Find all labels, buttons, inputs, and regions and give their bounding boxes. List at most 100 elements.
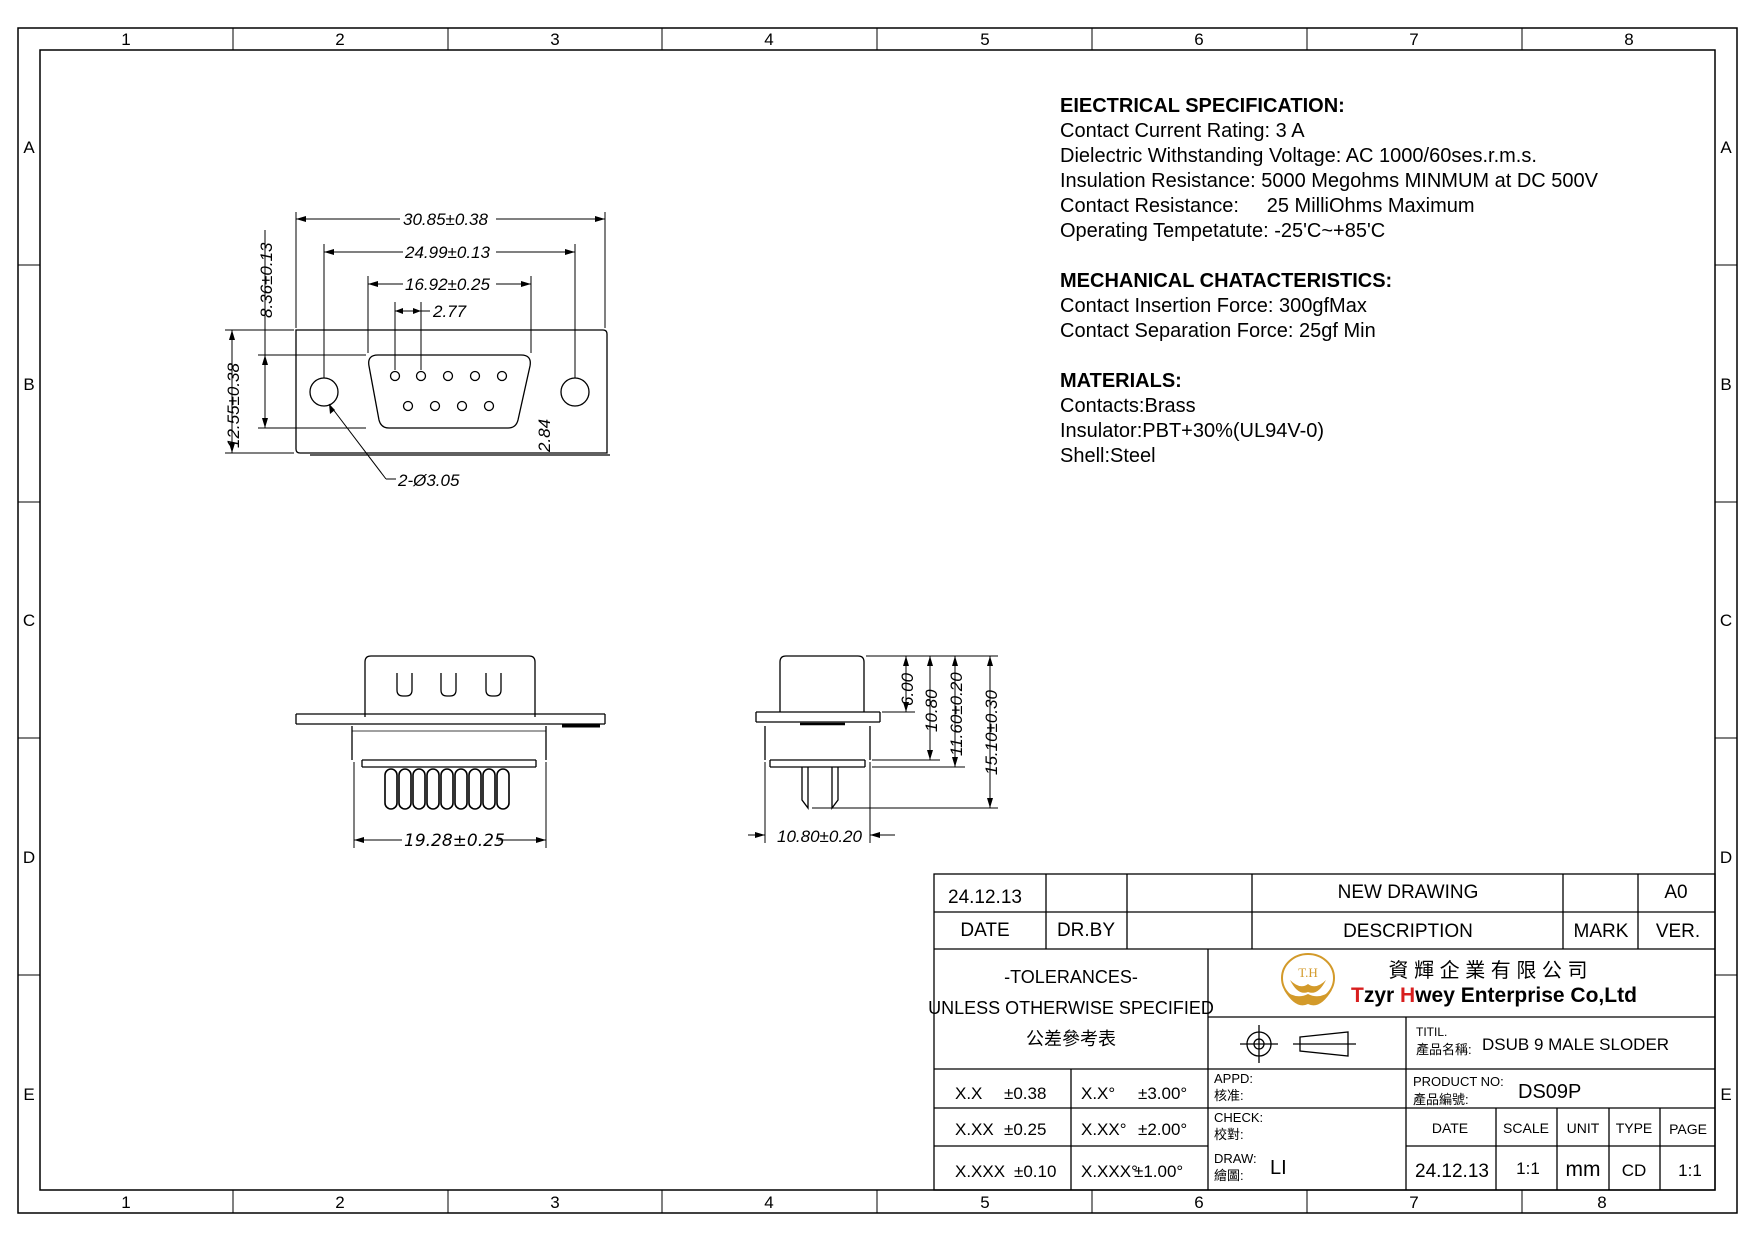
col-label-bottom-1: 1 bbox=[121, 1193, 130, 1212]
tol-row1-b: X.X° bbox=[1081, 1084, 1115, 1103]
mechanical-line-1: Contact Insertion Force: 300gfMax bbox=[1060, 295, 1367, 317]
row-label-b-left: B bbox=[23, 375, 34, 394]
info-header-type: TYPE bbox=[1616, 1120, 1653, 1136]
row-label-c-right: C bbox=[1720, 611, 1732, 630]
front-dimension-lines bbox=[225, 212, 606, 480]
appd-label-en: APPD: bbox=[1214, 1071, 1253, 1086]
check-label-zh: 校對: bbox=[1214, 1127, 1244, 1142]
info-header-scale: SCALE bbox=[1503, 1120, 1549, 1136]
company-english-name: Tzyr Hwey Enterprise Co,Ltd bbox=[1351, 984, 1637, 1007]
tol-row1-a: X.X bbox=[955, 1084, 982, 1103]
materials-heading: MATERIALS: bbox=[1060, 370, 1182, 392]
draw-label-en: DRAW: bbox=[1214, 1151, 1257, 1166]
front-view bbox=[295, 329, 610, 456]
product-number: PRODUCT NO: 產品編號: DS09P bbox=[1413, 1074, 1581, 1107]
tol-row3-a: X.XXX bbox=[955, 1162, 1005, 1181]
materials-line-2: Insulator:PBT+30%(UL94V-0) bbox=[1060, 420, 1325, 442]
row-label-e-left: E bbox=[23, 1085, 34, 1104]
front-dimension-arrows bbox=[229, 216, 605, 453]
side-view bbox=[755, 655, 881, 810]
company-logo: T.H bbox=[1281, 953, 1335, 1006]
rev-description-value: NEW DRAWING bbox=[1338, 882, 1479, 903]
info-values: 24.12.13 1:1 mm CD 1:1 bbox=[1415, 1158, 1702, 1182]
dim-side-d1: 6.00 bbox=[898, 672, 917, 706]
rev-drby-label: DR.BY bbox=[1057, 920, 1115, 941]
tol-row3-b: X.XXX° bbox=[1081, 1162, 1138, 1181]
electrical-line-4: Contact Resistance: 25 MilliOhms Maximum bbox=[1060, 195, 1475, 217]
product-no-label-en: PRODUCT NO: bbox=[1413, 1074, 1504, 1089]
product-title: TITIL. 產品名稱: DSUB 9 MALE SLODER bbox=[1416, 1025, 1669, 1057]
mechanical-heading: MECHANICAL CHATACTERISTICS: bbox=[1060, 270, 1393, 292]
specifications-panel: EIECTRICAL SPECIFICATION: Contact Curren… bbox=[1060, 94, 1598, 469]
tolerances-chinese: 公差參考表 bbox=[1026, 1029, 1116, 1049]
title-value: DSUB 9 MALE SLODER bbox=[1482, 1035, 1669, 1054]
info-header-unit: UNIT bbox=[1567, 1120, 1600, 1136]
info-headers: DATE SCALE UNIT TYPE PAGE bbox=[1432, 1120, 1707, 1137]
tolerances-subtitle: UNLESS OTHERWISE SPECIFIED bbox=[928, 998, 1214, 1018]
dim-pin-span: 19.28±0.25 bbox=[404, 831, 505, 851]
title-label-zh: 產品名稱: bbox=[1416, 1042, 1472, 1057]
logo-text: T.H bbox=[1298, 965, 1318, 980]
info-value-scale: 1:1 bbox=[1516, 1159, 1540, 1178]
row-label-a-right: A bbox=[1720, 138, 1732, 157]
col-label-bottom-5: 5 bbox=[980, 1193, 989, 1212]
dim-side-d4: 15.10±0.30 bbox=[982, 689, 1001, 775]
col-label-bottom-3: 3 bbox=[550, 1193, 559, 1212]
side-dimension-arrows bbox=[755, 656, 993, 838]
info-header-page: PAGE bbox=[1669, 1121, 1707, 1137]
tol-row2-av: ±0.25 bbox=[1004, 1120, 1046, 1139]
col-label-bottom-8: 8 bbox=[1597, 1193, 1606, 1212]
row-label-d-right: D bbox=[1720, 848, 1732, 867]
dim-height-inner: 8.36±0.13 bbox=[257, 242, 276, 318]
draw-value: LI bbox=[1270, 1157, 1287, 1179]
col-label-5: 5 bbox=[980, 30, 989, 49]
appd-label-zh: 核准: bbox=[1214, 1088, 1244, 1103]
tolerances-panel: -TOLERANCES- UNLESS OTHERWISE SPECIFIED … bbox=[928, 967, 1214, 1049]
rev-ver-label: VER. bbox=[1656, 921, 1700, 942]
row-label-e-right: E bbox=[1720, 1085, 1731, 1104]
tol-row1-av: ±0.38 bbox=[1004, 1084, 1046, 1103]
info-value-type: CD bbox=[1622, 1161, 1647, 1180]
col-label-6: 6 bbox=[1194, 30, 1203, 49]
col-label-bottom-4: 4 bbox=[764, 1193, 773, 1212]
check-label-en: CHECK: bbox=[1214, 1110, 1263, 1125]
tolerance-rows: X.X ±0.38 X.X° ±3.00° X.XX ±0.25 X.XX° ±… bbox=[955, 1084, 1187, 1181]
side-dimension-lines bbox=[748, 655, 998, 843]
bottom-dimension-arrows bbox=[354, 837, 546, 843]
revision-table: 24.12.13 NEW DRAWING A0 DATE DR.BY DESCR… bbox=[948, 882, 1700, 942]
tol-row3-bv: ±1.00° bbox=[1134, 1162, 1183, 1181]
dim-flange-offset: 2.84 bbox=[535, 419, 554, 453]
row-label-d-left: D bbox=[23, 848, 35, 867]
row-label-a-left: A bbox=[23, 138, 35, 157]
dim-pin-pitch: 2.77 bbox=[432, 302, 467, 321]
materials-line-3: Shell:Steel bbox=[1060, 445, 1156, 467]
dim-side-d3: 11.60±0.20 bbox=[947, 672, 966, 756]
rev-date-label: DATE bbox=[960, 920, 1009, 941]
company-chinese-name: 資 輝 企 業 有 限 公 司 bbox=[1389, 959, 1588, 982]
product-no-value: DS09P bbox=[1518, 1081, 1581, 1103]
tol-row1-bv: ±3.00° bbox=[1138, 1084, 1187, 1103]
tol-row2-bv: ±2.00° bbox=[1138, 1120, 1187, 1139]
company-name-t: T bbox=[1351, 984, 1364, 1007]
electrical-line-1: Contact Current Rating: 3 A bbox=[1060, 120, 1305, 142]
dim-shell-width: 16.92±0.25 bbox=[405, 275, 491, 294]
col-label-8: 8 bbox=[1624, 30, 1633, 49]
front-dimension-labels: 30.85±0.38 24.99±0.13 16.92±0.25 2.77 2-… bbox=[224, 210, 554, 490]
bottom-solder-cups bbox=[384, 768, 510, 810]
electrical-heading: EIECTRICAL SPECIFICATION: bbox=[1060, 95, 1345, 117]
col-label-bottom-2: 2 bbox=[335, 1193, 344, 1212]
mechanical-line-2: Contact Separation Force: 25gf Min bbox=[1060, 320, 1376, 342]
title-block-lines bbox=[933, 873, 1716, 1191]
title-label-en: TITIL. bbox=[1416, 1025, 1447, 1039]
info-header-date: DATE bbox=[1432, 1120, 1468, 1136]
tol-row2-a: X.XX bbox=[955, 1120, 994, 1139]
rev-date-value: 24.12.13 bbox=[948, 887, 1022, 908]
dim-height-outer: 12.55±0.38 bbox=[224, 362, 243, 448]
rev-description-label: DESCRIPTION bbox=[1343, 921, 1473, 942]
product-no-label-zh: 產品編號: bbox=[1413, 1092, 1469, 1107]
col-label-3: 3 bbox=[550, 30, 559, 49]
electrical-line-5: Operating Tempetatute: -25'C~+85'C bbox=[1060, 220, 1386, 242]
company-name-part1: zyr bbox=[1364, 984, 1400, 1007]
materials-line-1: Contacts:Brass bbox=[1060, 395, 1196, 417]
